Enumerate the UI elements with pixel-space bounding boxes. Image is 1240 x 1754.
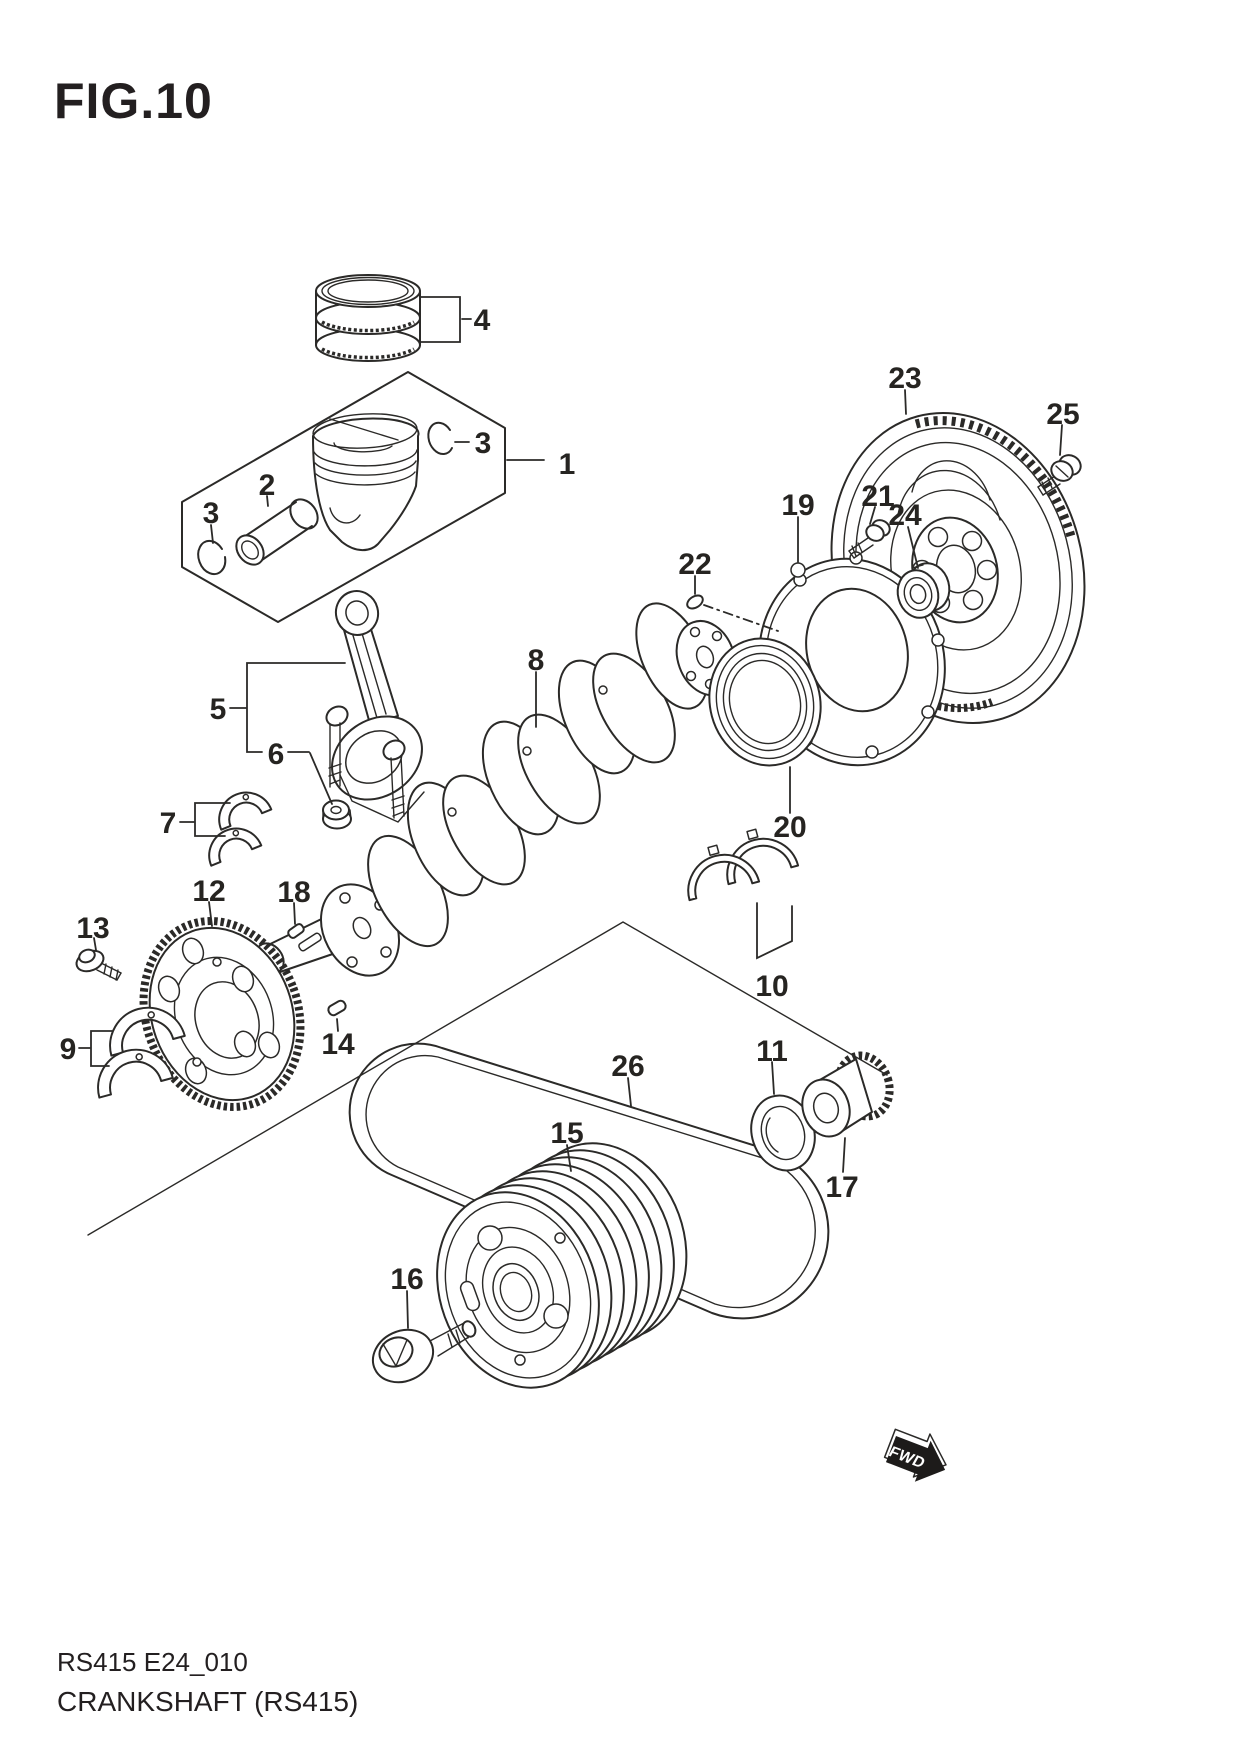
callout-24: 24 (888, 499, 922, 532)
crankshaft (255, 602, 737, 977)
piston-rings (315, 274, 421, 362)
callout-8: 8 (528, 644, 545, 677)
callout-1: 1 (559, 448, 576, 481)
callout-9: 9 (60, 1033, 77, 1066)
figure-title: FIG.10 (54, 73, 213, 129)
piston (312, 413, 420, 552)
callout-14: 14 (321, 1028, 355, 1061)
callout-6: 6 (268, 738, 285, 771)
piston-pin (235, 498, 319, 566)
callout-21: 21 (861, 480, 894, 513)
callout-11: 11 (756, 1035, 788, 1068)
leader-lines (78, 296, 1063, 1329)
connecting-rod (325, 590, 425, 823)
figure-caption: CRANKSHAFT (RS415) (57, 1685, 359, 1717)
callout-19: 19 (781, 489, 814, 522)
circlip-left (197, 539, 227, 576)
callout-3-left: 3 (203, 497, 220, 530)
callout-13: 13 (76, 912, 109, 945)
callout-25: 25 (1046, 398, 1079, 431)
flywheel-bolt (1037, 454, 1082, 496)
callout-10: 10 (755, 970, 788, 1003)
rod-nut (322, 799, 352, 830)
callout-5: 5 (210, 693, 227, 726)
callouts: 1 2 3 3 4 5 6 7 8 9 10 11 12 13 14 15 16… (60, 304, 1080, 1296)
front-oil-seal (750, 1094, 816, 1172)
callout-16: 16 (390, 1263, 423, 1296)
callout-4: 4 (474, 304, 491, 337)
rear-oil-seal (708, 637, 822, 767)
callout-2: 2 (259, 469, 276, 502)
timing-gear (801, 1051, 894, 1138)
fwd-marker: FWD (883, 1428, 947, 1482)
callout-18: 18 (277, 876, 310, 909)
figure-footer: RS415 E24_010 CRANKSHAFT (RS415) (57, 1644, 358, 1722)
callout-7: 7 (160, 807, 177, 840)
woodruff-key (287, 923, 305, 939)
dowel-pin-front (327, 999, 347, 1017)
group-fence (87, 921, 888, 1236)
sprocket-bolt (75, 948, 122, 981)
rod-bearing-shells (200, 783, 273, 867)
pilot-bearing (896, 562, 951, 619)
callout-26: 26 (611, 1050, 644, 1083)
fwd-arrow-icon (885, 1436, 946, 1482)
callout-12: 12 (192, 875, 225, 908)
retainer-bolt (848, 519, 891, 559)
figure-code: RS415 E24_010 (57, 1647, 248, 1677)
callout-3-right: 3 (475, 427, 492, 460)
callout-15: 15 (550, 1117, 583, 1150)
callout-17: 17 (825, 1171, 858, 1204)
circlip-right (427, 421, 453, 455)
callout-20: 20 (773, 811, 806, 844)
pulley-bolt (371, 1320, 477, 1384)
crank-pulley (436, 1142, 688, 1389)
group-box-piston (181, 371, 506, 623)
callout-23: 23 (888, 362, 921, 395)
crank-sprocket (139, 917, 305, 1111)
callout-22: 22 (678, 548, 711, 581)
dowel-pin (686, 594, 779, 632)
drive-belt (348, 1042, 830, 1320)
